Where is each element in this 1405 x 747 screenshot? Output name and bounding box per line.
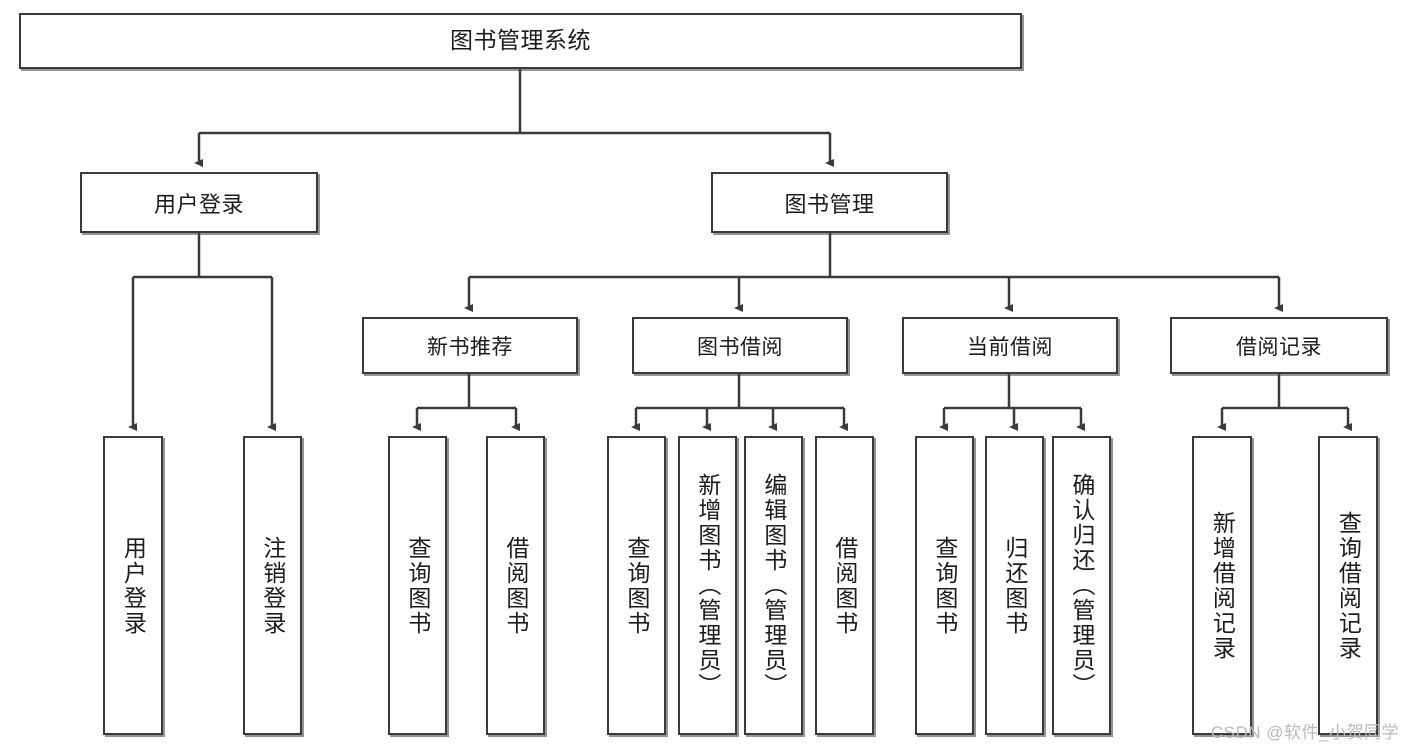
leaf-borrow-books-action[interactable]: 借阅图书 xyxy=(815,436,874,735)
node-book-borrow-label: 图书借阅 xyxy=(697,335,783,359)
leaf-add-book-admin[interactable]: 新增图书（管理员） xyxy=(678,436,737,735)
node-user-login-label: 用户登录 xyxy=(153,191,244,217)
leaf-edit-book-admin-label: 编辑图书（管理员） xyxy=(760,473,787,698)
leaf-edit-book-admin[interactable]: 编辑图书（管理员） xyxy=(744,436,803,735)
leaf-confirm-return-admin-label: 确认归还（管理员） xyxy=(1068,473,1095,698)
node-book-borrow[interactable]: 图书借阅 xyxy=(632,317,848,374)
leaf-return-books[interactable]: 归还图书 xyxy=(985,436,1044,735)
leaf-query-books-borrow[interactable]: 查询图书 xyxy=(607,436,666,735)
leaf-query-borrow-record[interactable]: 查询借阅记录 xyxy=(1318,436,1378,735)
node-book-management-label: 图书管理 xyxy=(784,191,875,217)
leaf-add-book-admin-label: 新增图书（管理员） xyxy=(694,473,721,698)
node-user-login[interactable]: 用户登录 xyxy=(80,172,318,233)
watermark-text: CSDN @软件_小贺同学 xyxy=(1210,723,1399,742)
leaf-query-books-current[interactable]: 查询图书 xyxy=(915,436,974,735)
leaf-query-books-current-label: 查询图书 xyxy=(931,535,958,636)
node-current-borrow-label: 当前借阅 xyxy=(967,335,1053,359)
leaf-query-borrow-record-label: 查询借阅记录 xyxy=(1335,510,1362,661)
node-new-book-recommend[interactable]: 新书推荐 xyxy=(362,317,578,374)
leaf-query-books-recommend-label: 查询图书 xyxy=(404,535,431,636)
leaf-logout-action-label: 注销登录 xyxy=(259,535,286,636)
root-node-book-management-system[interactable]: 图书管理系统 xyxy=(19,13,1022,69)
root-node-label: 图书管理系统 xyxy=(450,27,591,54)
leaf-query-books-recommend[interactable]: 查询图书 xyxy=(388,436,447,735)
node-borrow-record-label: 借阅记录 xyxy=(1236,335,1322,359)
node-borrow-record[interactable]: 借阅记录 xyxy=(1170,317,1388,374)
leaf-borrow-books-action-label: 借阅图书 xyxy=(831,535,858,636)
leaf-add-borrow-record-label: 新增借阅记录 xyxy=(1209,510,1236,661)
leaf-return-books-label: 归还图书 xyxy=(1001,535,1028,636)
leaf-user-login-action-label: 用户登录 xyxy=(120,535,147,636)
leaf-borrow-books-recommend-label: 借阅图书 xyxy=(502,535,529,636)
leaf-add-borrow-record[interactable]: 新增借阅记录 xyxy=(1192,436,1252,735)
leaf-confirm-return-admin[interactable]: 确认归还（管理员） xyxy=(1052,436,1111,735)
leaf-logout-action[interactable]: 注销登录 xyxy=(243,436,302,735)
node-new-book-recommend-label: 新书推荐 xyxy=(427,335,513,359)
leaf-borrow-books-recommend[interactable]: 借阅图书 xyxy=(486,436,545,735)
node-current-borrow[interactable]: 当前借阅 xyxy=(902,317,1118,374)
leaf-query-books-borrow-label: 查询图书 xyxy=(623,535,650,636)
node-book-management[interactable]: 图书管理 xyxy=(711,172,948,233)
leaf-user-login-action[interactable]: 用户登录 xyxy=(103,436,163,735)
